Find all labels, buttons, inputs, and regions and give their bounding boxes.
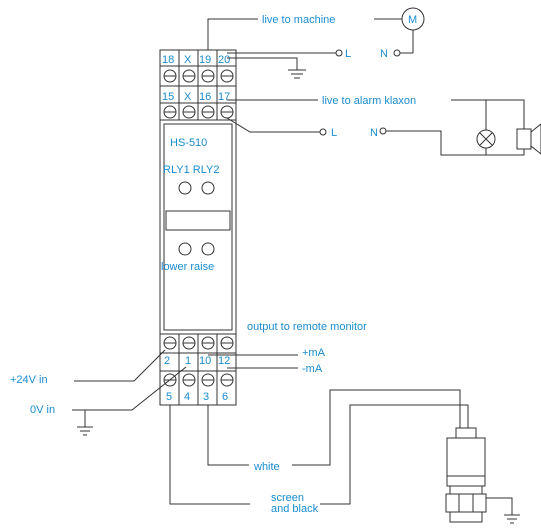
model-label: HS-510 <box>170 137 207 149</box>
terminal-18: 18 <box>162 54 174 66</box>
lamp-icon <box>476 129 496 149</box>
screen-label-2: and black <box>271 503 319 515</box>
wire-white <box>207 405 249 466</box>
display-window <box>165 210 231 231</box>
terminal-3: 3 <box>203 391 209 403</box>
terminal-row-bottom <box>160 334 236 405</box>
terminal-16: 16 <box>199 91 211 103</box>
screen-label-1: screen <box>271 492 304 504</box>
terminal-6: 6 <box>222 391 228 403</box>
terminal-10: 10 <box>199 355 211 367</box>
terminal-20: 20 <box>218 54 230 66</box>
lower-button <box>178 242 192 256</box>
wire-24v-in <box>74 349 166 382</box>
ground-icon-power <box>77 410 93 436</box>
neutral-terminal-top <box>393 49 401 57</box>
output-remote-label: output to remote monitor <box>247 321 367 333</box>
wire-0v-in <box>72 366 187 411</box>
terminal-row-top <box>160 50 236 120</box>
minus-ma-label: -mA <box>302 363 323 375</box>
live-label-alarm: L <box>331 127 337 139</box>
klaxon-icon <box>516 123 541 155</box>
wire-live-l-alarm <box>226 117 327 136</box>
neutral-label-alarm: N <box>370 127 378 139</box>
v0-in-label: 0V in <box>30 404 55 416</box>
v24-in-label: +24V in <box>10 374 48 386</box>
ground-icon-sensor <box>486 497 520 524</box>
plus-ma-label: +mA <box>302 347 326 359</box>
live-to-machine-label: live to machine <box>262 14 335 26</box>
neutral-label-top: N <box>380 48 388 60</box>
screw-row-1 <box>163 69 234 83</box>
terminal-17: 17 <box>218 91 230 103</box>
wire-white-to-sensor <box>292 389 461 466</box>
terminal-2: 2 <box>164 355 170 367</box>
terminal-15: 15 <box>162 91 174 103</box>
raise-button <box>201 242 215 256</box>
terminal-5: 5 <box>166 391 172 403</box>
terminal-x: X <box>184 91 192 103</box>
terminal-4: 4 <box>184 391 190 403</box>
terminal-19: 19 <box>199 54 211 66</box>
button-labels: lower raise <box>161 261 214 273</box>
screw-row-3 <box>163 336 234 350</box>
relay-labels: RLY1 RLY2 <box>163 164 219 176</box>
ground-icon <box>227 57 306 79</box>
wire-black-to-sensor <box>320 404 469 505</box>
relay-2-led <box>201 181 215 195</box>
neutral-terminal-alarm <box>379 127 387 135</box>
terminal-x: X <box>184 54 192 66</box>
wire-live-to-alarm <box>227 99 525 129</box>
motor-label: M <box>408 14 417 26</box>
relay-1-led <box>178 181 192 195</box>
screw-row-4 <box>163 373 234 387</box>
wire-live-to-machine <box>207 18 402 50</box>
terminal-12: 12 <box>218 355 230 367</box>
white-label: white <box>253 461 280 473</box>
terminal-1: 1 <box>185 355 191 367</box>
sensor-icon <box>445 427 487 523</box>
wire-neutral-alarm <box>386 130 525 156</box>
live-to-alarm-label: live to alarm klaxon <box>322 95 416 107</box>
screw-row-2 <box>163 105 234 119</box>
wire-screen-black <box>169 405 250 505</box>
wire-live-l-top <box>227 49 343 57</box>
live-label-top: L <box>345 48 351 60</box>
